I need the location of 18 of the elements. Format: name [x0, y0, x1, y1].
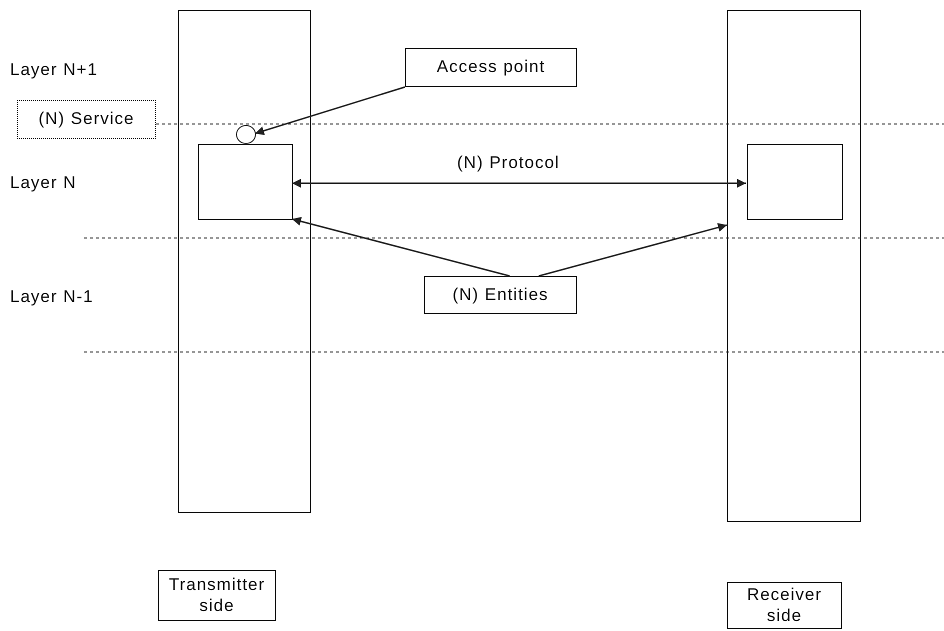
- label-box: Access point: [405, 48, 577, 87]
- layer-label: Layer N: [10, 173, 77, 193]
- system-column: [727, 10, 861, 522]
- label-box: (N) Entities: [424, 276, 577, 314]
- entity-box: [198, 144, 293, 220]
- layer-label: Layer N+1: [10, 60, 98, 80]
- arrow: [292, 216, 510, 277]
- service-label: (N) Service: [17, 100, 156, 139]
- entity-box: [747, 144, 843, 220]
- edge-label: (N) Protocol: [457, 153, 560, 174]
- arrow: [254, 86, 406, 136]
- arrow: [292, 178, 746, 188]
- layer-label: Layer N-1: [10, 287, 94, 307]
- label-box: Receiver side: [727, 582, 842, 629]
- label-box: Transmitter side: [158, 570, 276, 621]
- arrow: [538, 223, 728, 277]
- system-column: [178, 10, 311, 513]
- access-point-circle: [236, 125, 256, 144]
